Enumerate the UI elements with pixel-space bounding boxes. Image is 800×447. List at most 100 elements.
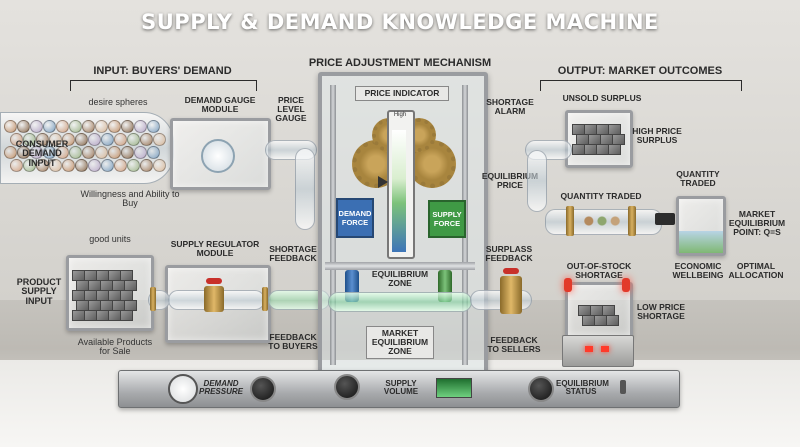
desire-sphere <box>75 159 88 172</box>
good-units-label: good units <box>89 234 131 244</box>
control-panel <box>118 370 680 408</box>
desire-sphere <box>43 120 56 133</box>
demand-pressure-label: DEMAND PRESSURE <box>198 379 243 397</box>
desire-sphere <box>75 133 88 146</box>
desire-sphere <box>127 133 140 146</box>
desire-sphere <box>36 159 49 172</box>
desire-sphere <box>127 159 140 172</box>
desire-sphere <box>4 120 17 133</box>
desire-sphere <box>10 159 23 172</box>
desire-sphere <box>121 120 134 133</box>
supply-volume-label: SUPPLY VOLUME <box>383 379 419 397</box>
desire-sphere <box>147 146 160 159</box>
demand-force-block: DEMAND FORCE <box>336 198 374 238</box>
quantity-traded-label-2: QUANTITY TRADED <box>676 169 720 188</box>
desire-sphere <box>134 120 147 133</box>
desire-sphere <box>23 133 36 146</box>
demand-gauge-module <box>170 118 271 190</box>
desire-sphere <box>82 146 95 159</box>
demand-gauge-module-label: DEMAND GAUGE MODULE <box>184 95 256 114</box>
feedback-to-buyers-label: FEEDBACK TO BUYERS <box>268 332 318 351</box>
unsold-surplus-label: UNSOLD SURPLUS <box>562 93 642 103</box>
desire-sphere <box>108 146 121 159</box>
desire-sphere <box>114 159 127 172</box>
desire-sphere <box>134 146 147 159</box>
quantity-traded-spout <box>655 213 675 225</box>
quantity-traded-tank <box>676 196 726 256</box>
desire-sphere <box>114 133 127 146</box>
out-of-stock-shortage-label: OUT-OF-STOCK SHORTAGE <box>566 261 632 280</box>
desire-sphere <box>36 133 49 146</box>
desire-sphere <box>95 146 108 159</box>
product-supply-input-label: PRODUCT SUPPLY INPUT <box>16 277 62 306</box>
equilibrium-status-knob[interactable] <box>528 376 554 402</box>
eq-zone-bar <box>325 262 475 270</box>
price-gauge-fill <box>392 130 406 252</box>
desire-sphere <box>56 146 69 159</box>
page-title: SUPPLY & DEMAND KNOWLEDGE MACHINE <box>141 10 659 34</box>
alarm-base <box>562 335 634 367</box>
high-price-surplus-label: HIGH PRICE SURPLUS <box>632 126 682 145</box>
desire-sphere <box>49 133 62 146</box>
desire-sphere <box>23 159 36 172</box>
supply-valve-wheel-icon[interactable] <box>206 278 222 284</box>
market-equilibrium-zone-label: MARKET EQUILIBRIUM ZONE <box>366 326 434 359</box>
surplus-cube <box>608 144 621 155</box>
supply-flange-right <box>262 287 268 311</box>
surplus-valve-body <box>500 276 522 314</box>
desire-sphere <box>56 120 69 133</box>
desire-sphere <box>10 133 23 146</box>
supply-flange-left <box>150 287 156 311</box>
output-section-bracket <box>540 80 742 91</box>
center-flow-pipe <box>328 292 472 312</box>
quantity-traded-tank-fill <box>679 231 723 253</box>
supply-volume-knob[interactable] <box>334 374 360 400</box>
alarm-light-right-icon <box>622 278 630 292</box>
desire-sphere <box>88 133 101 146</box>
desire-sphere <box>62 159 75 172</box>
shortage-feedback-left-label: SHORTAGE FEEDBACK <box>269 244 317 263</box>
desire-sphere <box>30 146 43 159</box>
optimal-allocation-label: OPTIMAL ALLOCATION <box>728 261 784 280</box>
desire-sphere <box>101 159 114 172</box>
desire-sphere <box>30 120 43 133</box>
desire-sphere <box>49 159 62 172</box>
desire-sphere <box>69 120 82 133</box>
desire-sphere <box>140 159 153 172</box>
feedback-to-sellers-label: FEEDBACK TO SELLERS <box>487 335 541 354</box>
price-indicator-label: PRICE INDICATOR <box>355 86 449 101</box>
desire-sphere <box>82 120 95 133</box>
desire-sphere <box>147 120 160 133</box>
available-products-label: Available Products for Sale <box>77 337 153 357</box>
input-section-bracket <box>70 80 257 91</box>
qt-flange-2 <box>628 206 636 236</box>
desire-sphere <box>69 146 82 159</box>
surplass-feedback-label: SURPLASS FEEDBACK <box>485 244 533 263</box>
equilibrium-zone-label: EQUILIBRIUM ZONE <box>371 269 429 288</box>
status-toggle-switch[interactable] <box>620 380 626 394</box>
pressure-dial-icon <box>168 374 198 404</box>
good-unit-cube <box>120 310 133 321</box>
desire-sphere <box>121 146 134 159</box>
supply-regulator-label: SUPPLY REGULATOR MODULE <box>170 239 260 258</box>
desire-sphere <box>108 120 121 133</box>
desire-sphere <box>95 120 108 133</box>
desire-spheres-label: desire spheres <box>88 97 148 107</box>
low-price-shortage-label: LOW PRICE SHORTAGE <box>636 302 686 321</box>
desire-sphere <box>140 133 153 146</box>
quantity-traded-label: QUANTITY TRADED <box>560 191 642 201</box>
input-section-header: INPUT: BUYERS' DEMAND <box>93 65 232 77</box>
alarm-base-light-right-icon <box>601 346 609 352</box>
surplus-valve-wheel-icon[interactable] <box>503 268 519 274</box>
shortage-alarm-label: SHORTAGE ALARM <box>486 97 534 116</box>
economic-wellbeing-label: ECONOMIC WELLBEING <box>672 261 724 280</box>
desire-sphere <box>17 146 30 159</box>
surplus-return-pipe-vertical <box>527 150 547 212</box>
consumer-demand-input-label: CONSUMER DEMAND INPUT <box>15 139 69 168</box>
demand-pressure-knob[interactable] <box>250 376 276 402</box>
alarm-light-left-icon <box>564 278 572 292</box>
desire-sphere <box>17 120 30 133</box>
price-level-gauge-label: PRICE LEVEL GAUGE <box>275 95 307 123</box>
price-gauge-high-label: High <box>393 112 407 118</box>
center-frame-post-left <box>330 85 336 365</box>
